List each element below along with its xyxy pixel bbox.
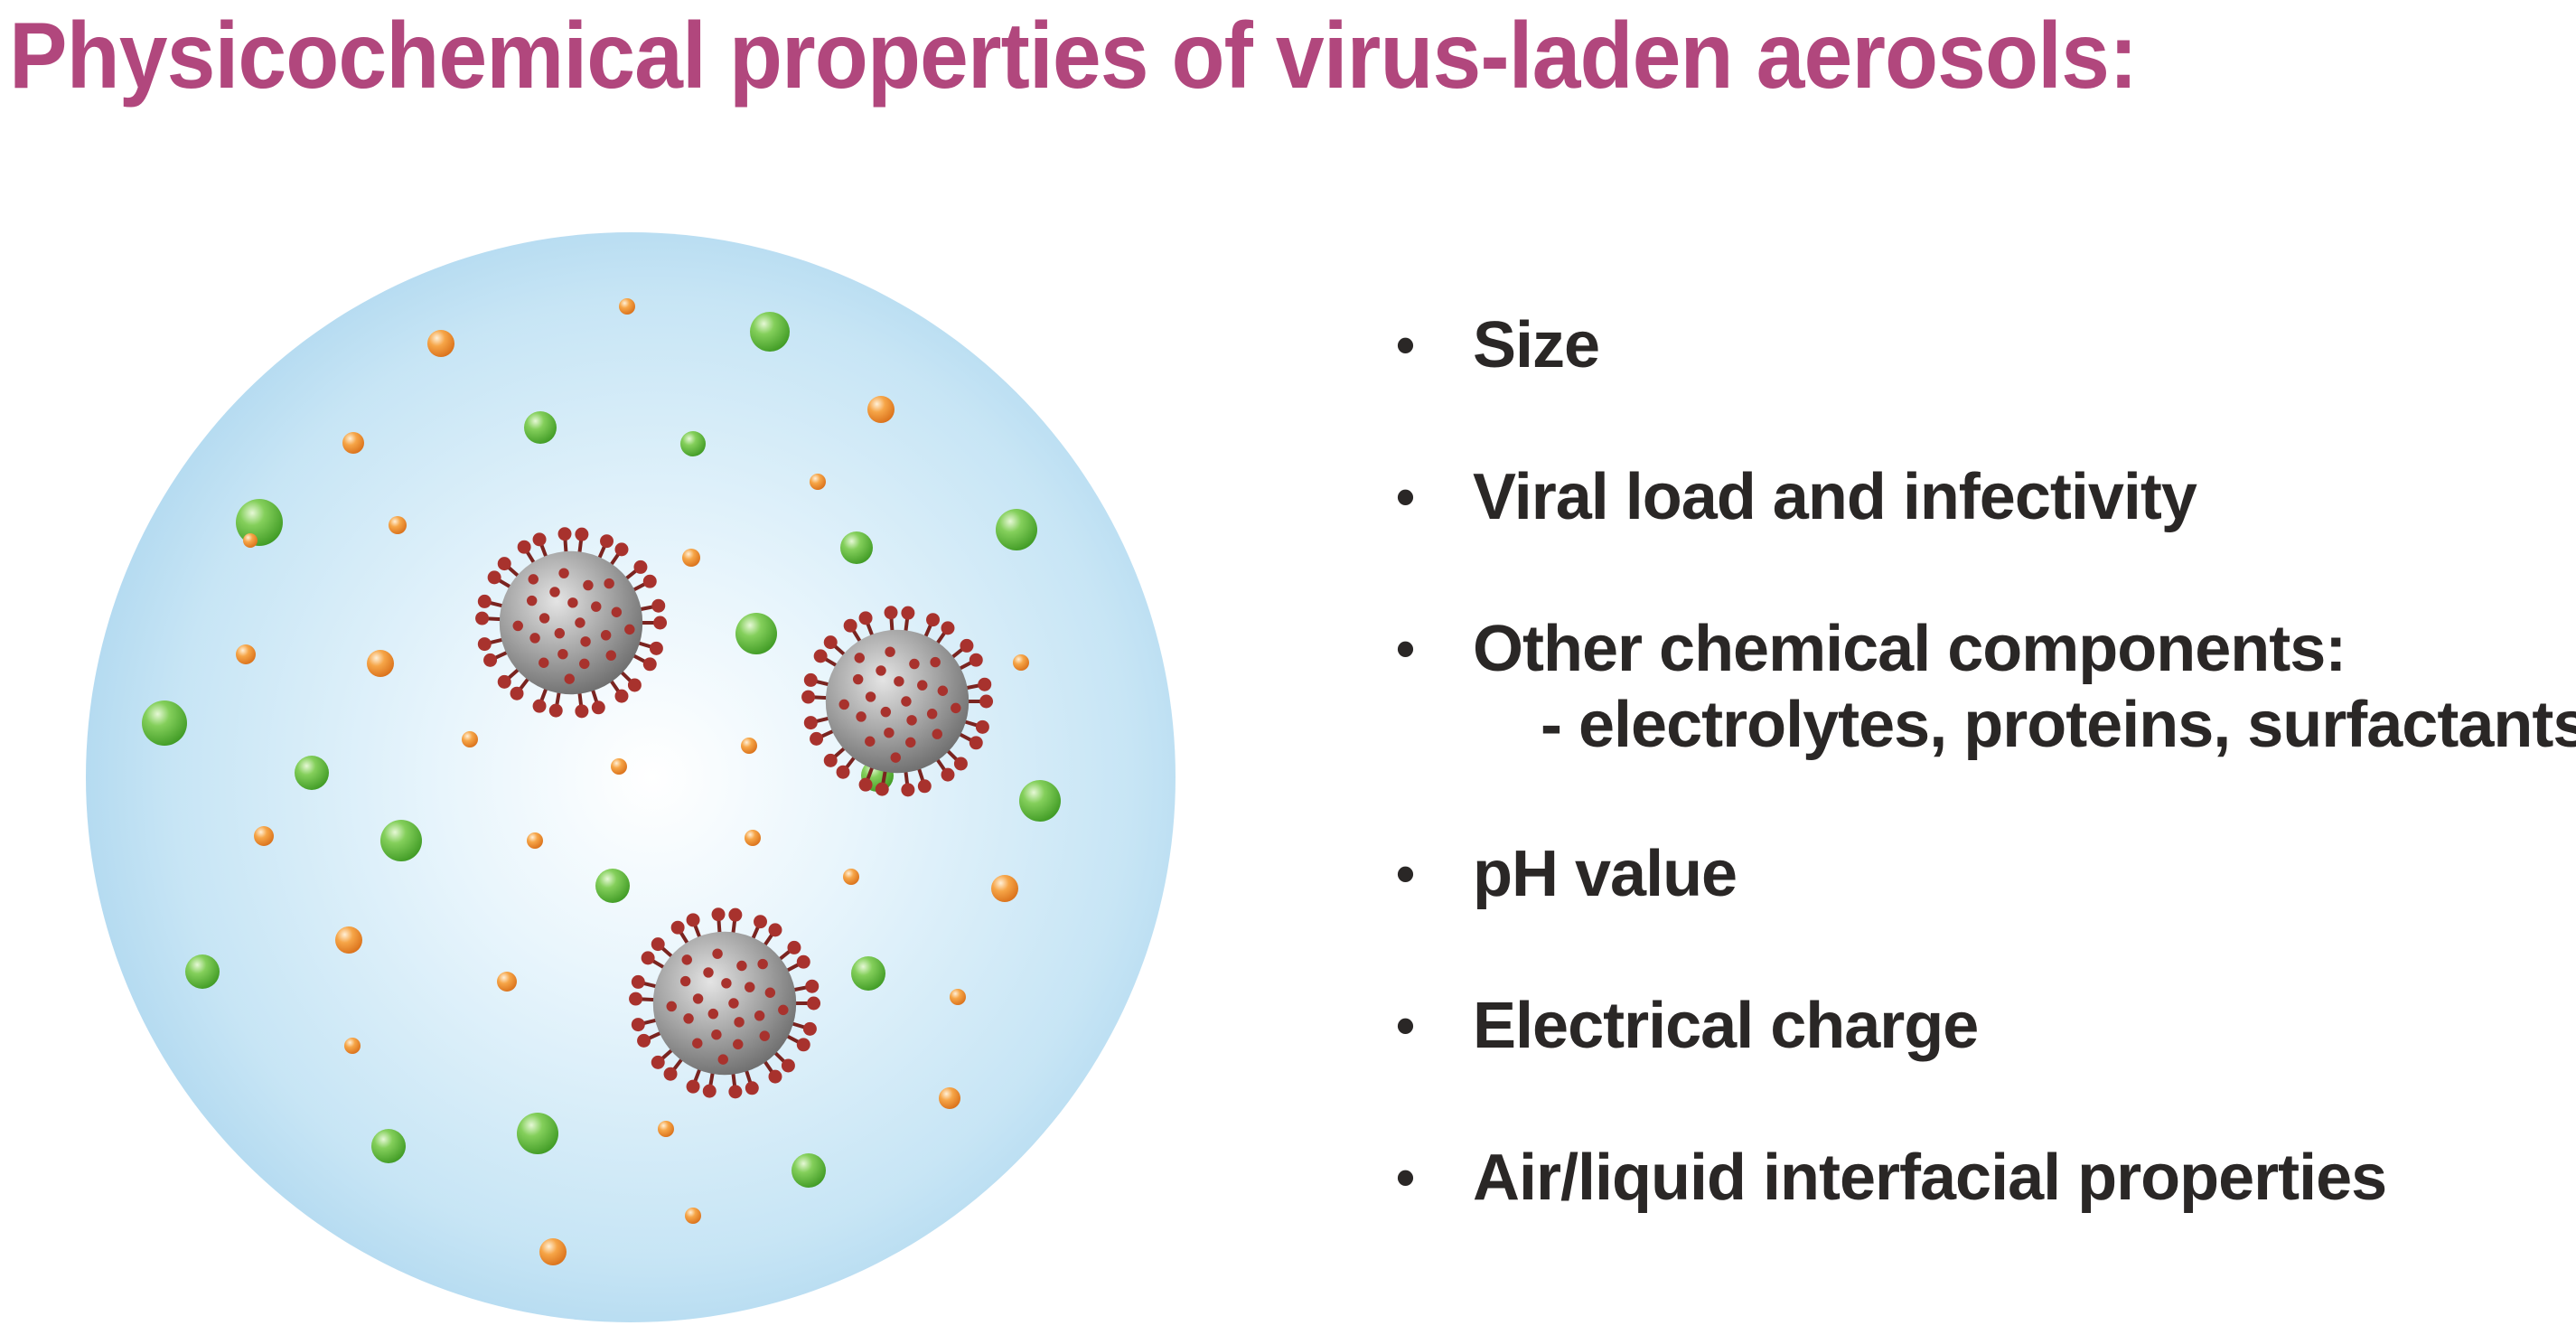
orange-particle	[389, 516, 407, 534]
virus-particle	[475, 527, 668, 719]
property-ph-label: pH value	[1473, 838, 1738, 910]
green-particle	[371, 1129, 406, 1163]
orange-particle	[658, 1121, 674, 1137]
green-particle	[680, 431, 706, 456]
orange-particle	[991, 875, 1018, 902]
orange-particle	[342, 432, 364, 454]
green-particle	[524, 411, 557, 444]
orange-particle	[335, 926, 362, 954]
orange-particle	[939, 1087, 960, 1109]
orange-particle	[810, 474, 826, 490]
green-particle	[517, 1113, 558, 1154]
orange-particle	[254, 826, 274, 846]
green-particle	[295, 756, 329, 790]
property-chemical-label: Other chemical components:	[1473, 613, 2347, 685]
virus-particle	[801, 606, 994, 797]
green-particle	[1019, 780, 1061, 822]
property-viral-load-label: Viral load and infectivity	[1473, 461, 2197, 533]
orange-particle	[1013, 654, 1029, 671]
orange-particle	[950, 989, 966, 1005]
property-chemical-sublabel: - electrolytes, proteins, surfactants	[1541, 689, 2576, 761]
orange-particle	[367, 650, 394, 677]
virus-particle	[629, 907, 821, 1099]
green-particle	[750, 312, 790, 352]
orange-particle	[539, 1238, 567, 1265]
green-particle	[185, 954, 220, 989]
green-particle	[735, 613, 777, 654]
green-particle	[996, 509, 1037, 550]
orange-particle	[611, 758, 627, 775]
property-size-label: Size	[1473, 309, 1600, 381]
bullet: •	[1396, 843, 1415, 904]
bullet: •	[1396, 466, 1415, 527]
virus-layer	[475, 527, 994, 1099]
bullet: •	[1396, 1147, 1415, 1208]
orange-particle	[427, 330, 454, 357]
orange-particle	[867, 396, 895, 423]
green-particle	[142, 700, 187, 746]
bullet: •	[1396, 995, 1415, 1056]
aerosol-droplet-illustration	[86, 232, 1176, 1322]
page-title: Physicochemical properties of virus-lade…	[9, 4, 2138, 108]
orange-particle	[344, 1038, 361, 1054]
orange-particle	[685, 1208, 701, 1224]
green-particle	[236, 499, 283, 546]
orange-particle	[741, 738, 757, 754]
bullet: •	[1396, 618, 1415, 679]
green-particle	[840, 531, 873, 564]
orange-particle	[619, 298, 635, 315]
green-particle	[380, 820, 422, 861]
property-interface-label: Air/liquid interfacial properties	[1473, 1142, 2387, 1214]
orange-particle	[243, 533, 258, 548]
orange-particle	[745, 830, 761, 846]
bullet: •	[1396, 315, 1415, 375]
orange-particle	[462, 731, 478, 747]
orange-particle	[497, 972, 517, 992]
orange-particle	[527, 832, 543, 849]
green-particle	[851, 956, 885, 991]
orange-particle	[236, 644, 256, 664]
property-charge-label: Electrical charge	[1473, 990, 1979, 1062]
green-particle	[595, 869, 630, 903]
orange-particle	[843, 869, 859, 885]
green-particle	[792, 1153, 826, 1188]
droplet-body	[86, 232, 1176, 1322]
orange-particle	[682, 549, 700, 567]
